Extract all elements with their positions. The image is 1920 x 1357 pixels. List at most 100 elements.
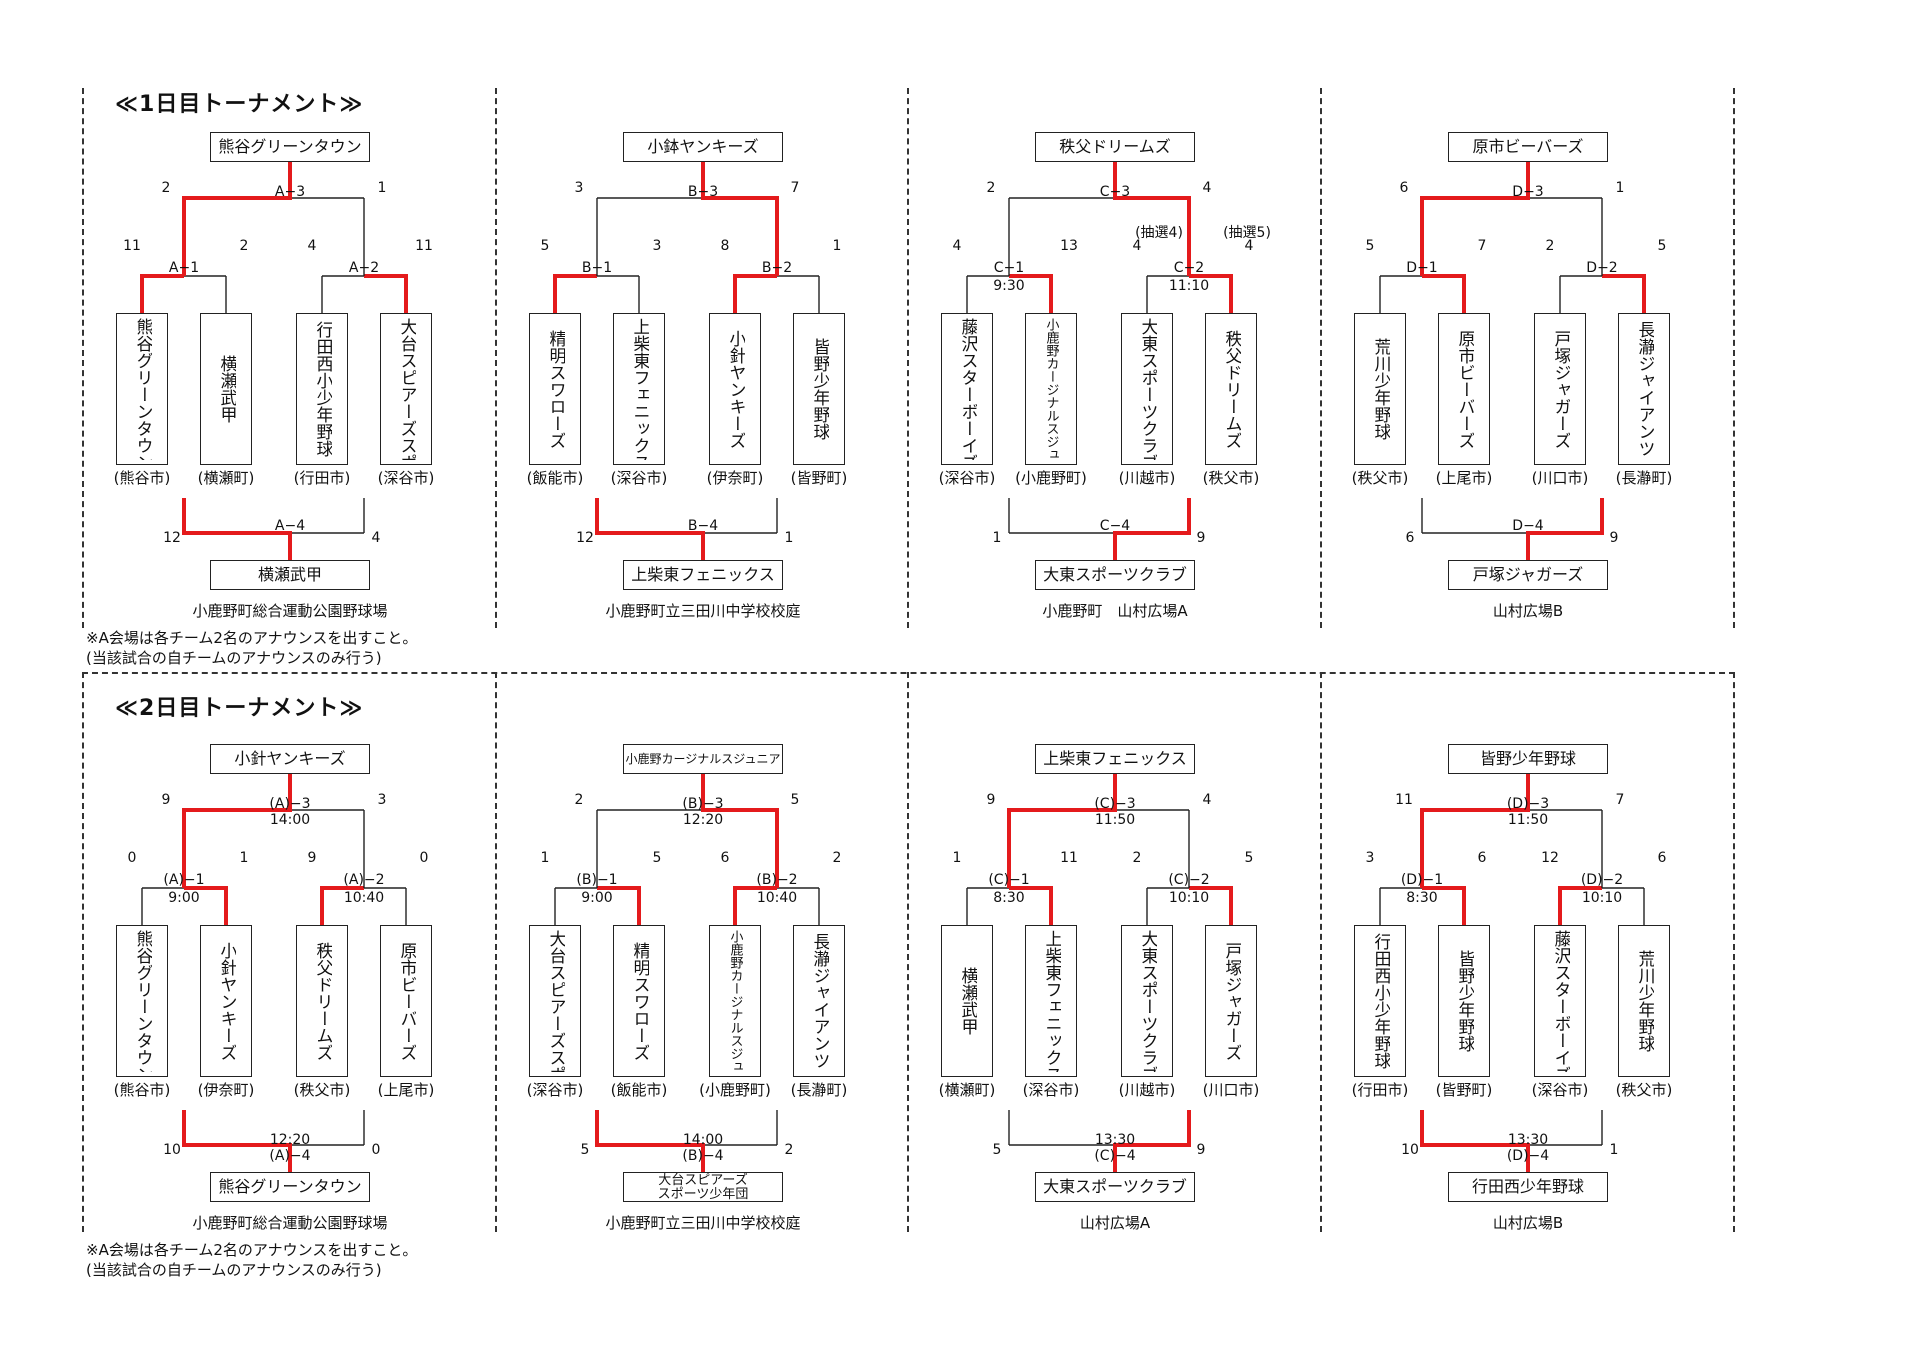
match-label: (A)−1 [163, 872, 205, 888]
separator-line [495, 672, 497, 1232]
team-name: 藤沢スターボーイズ [957, 318, 977, 460]
team-city: (熊谷市) [113, 1081, 171, 1099]
match-time: 8:30 [993, 890, 1025, 906]
team-box: 藤沢スターボーイズ [1534, 925, 1586, 1077]
score: 6 [1405, 530, 1415, 546]
team-box: 精明スワローズ [613, 925, 665, 1077]
winner-line [1602, 274, 1646, 313]
score: 7 [1477, 238, 1487, 254]
champion-box: 原市ビーバーズ [1448, 132, 1608, 162]
score: 12 [163, 530, 181, 546]
score: 12 [1541, 850, 1559, 866]
match-time: 10:40 [756, 890, 798, 906]
winner-line [1420, 162, 1530, 276]
winner-line [595, 1110, 705, 1172]
team-box: 小針ヤンキーズ [200, 925, 252, 1077]
score: 5 [1365, 238, 1375, 254]
team-city: (小鹿野町) [1015, 469, 1087, 487]
winner-line [1526, 498, 1604, 560]
match-time: 8:30 [1406, 890, 1438, 906]
champion-box: 小針ヤンキーズ [210, 744, 370, 774]
team-box: 横瀬武甲 [200, 313, 252, 465]
team-name: 長瀞ジャイアンツ [809, 933, 829, 1069]
match-label: B−1 [581, 260, 613, 276]
team-name: 上柴東フェニックス [1041, 930, 1061, 1072]
match-time: 9:30 [993, 278, 1025, 294]
team-box: 大東スポーツクラブ [1121, 925, 1173, 1077]
team-name: 熊谷グリーンタウン [132, 930, 152, 1072]
score: 0 [127, 850, 137, 866]
team-city: (飯能市) [610, 1081, 668, 1099]
team-city: (川口市) [1202, 1081, 1260, 1099]
score: 2 [574, 792, 584, 808]
match-label: (C)−4 [1094, 1148, 1136, 1164]
team-name: 小鹿野カージナルスジュニア [1043, 318, 1059, 460]
match-label: A−2 [348, 260, 380, 276]
match-time: 13:30 [1094, 1132, 1136, 1148]
match-label: (C)−2 [1168, 872, 1210, 888]
match-label: C−2 [1173, 260, 1205, 276]
match-time: 14:00 [682, 1132, 724, 1148]
venue-label: 小鹿野町立三田川中学校校庭 [605, 1214, 801, 1232]
venue-label: 小鹿野町総合運動公園野球場 [192, 1214, 388, 1232]
match-label: (C)−3 [1094, 796, 1136, 812]
team-box: 小針ヤンキーズ [709, 313, 761, 465]
score: 4 [307, 238, 317, 254]
score: 4 [1244, 238, 1254, 254]
third-place-box: 大台スピアーズ スポーツ少年団 [623, 1172, 783, 1202]
score: 1 [239, 850, 249, 866]
match-label: (A)−2 [343, 872, 385, 888]
match-label: (A)−3 [269, 796, 311, 812]
winner-line [182, 1110, 292, 1172]
match-label: (B)−2 [756, 872, 798, 888]
team-box: 長瀞ジャイアンツ [1618, 313, 1670, 465]
winner-line [597, 886, 641, 925]
team-city: (横瀬町) [938, 1081, 996, 1099]
team-city: (深谷市) [1531, 1081, 1589, 1099]
score: 11 [415, 238, 433, 254]
separator-line [1320, 88, 1322, 628]
team-box: 上柴東フェニックス [1025, 925, 1077, 1077]
third-place-box: 戸塚ジャガーズ [1448, 560, 1608, 590]
note-line: ※A会場は各チーム2名のアナウンスを出すこと。 [86, 1241, 418, 1259]
match-label: C−3 [1099, 184, 1131, 200]
team-name: 小鹿野カージナルスジュニア [727, 930, 743, 1072]
score: 2 [832, 850, 842, 866]
score: 1 [992, 530, 1002, 546]
team-city: (深谷市) [1022, 1081, 1080, 1099]
team-city: (秩父市) [293, 1081, 351, 1099]
team-box: 秩父ドリームズ [1205, 313, 1257, 465]
score: 1 [1609, 1142, 1619, 1158]
score: 5 [540, 238, 550, 254]
team-name: 大東スポーツクラブ [1137, 318, 1157, 460]
team-name: 藤沢スターボーイズ [1550, 930, 1570, 1072]
match-time: 9:00 [168, 890, 200, 906]
team-name: 長瀞ジャイアンツ [1634, 321, 1654, 457]
score: 10 [1401, 1142, 1419, 1158]
team-name: 荒川少年野球 [1634, 950, 1654, 1052]
team-box: 秩父ドリームズ [296, 925, 348, 1077]
team-name: 皆野少年野球 [1454, 950, 1474, 1052]
winner-line [1113, 1110, 1191, 1172]
champion-box: 熊谷グリーンタウン [210, 132, 370, 162]
team-box: 上柴東フェニックス [613, 313, 665, 465]
team-name: 上柴東フェニックス [629, 318, 649, 460]
third-place-box: 大東スポーツクラブ [1035, 560, 1195, 590]
winner-line [1422, 886, 1466, 925]
team-box: 大台スピアーズスポーツ少年団 [529, 925, 581, 1077]
team-city: (皆野町) [1435, 1081, 1493, 1099]
score: 5 [1657, 238, 1667, 254]
team-name: 秩父ドリームズ [1221, 329, 1241, 449]
third-place-box: 大東スポーツクラブ [1035, 1172, 1195, 1202]
match-time: 12:20 [682, 812, 724, 828]
score: 4 [952, 238, 962, 254]
match-label: C−1 [993, 260, 1025, 276]
score: 5 [992, 1142, 1002, 1158]
team-name: 皆野少年野球 [809, 338, 829, 440]
winner-line [1113, 162, 1191, 276]
team-box: 小鹿野カージナルスジュニア [1025, 313, 1077, 465]
